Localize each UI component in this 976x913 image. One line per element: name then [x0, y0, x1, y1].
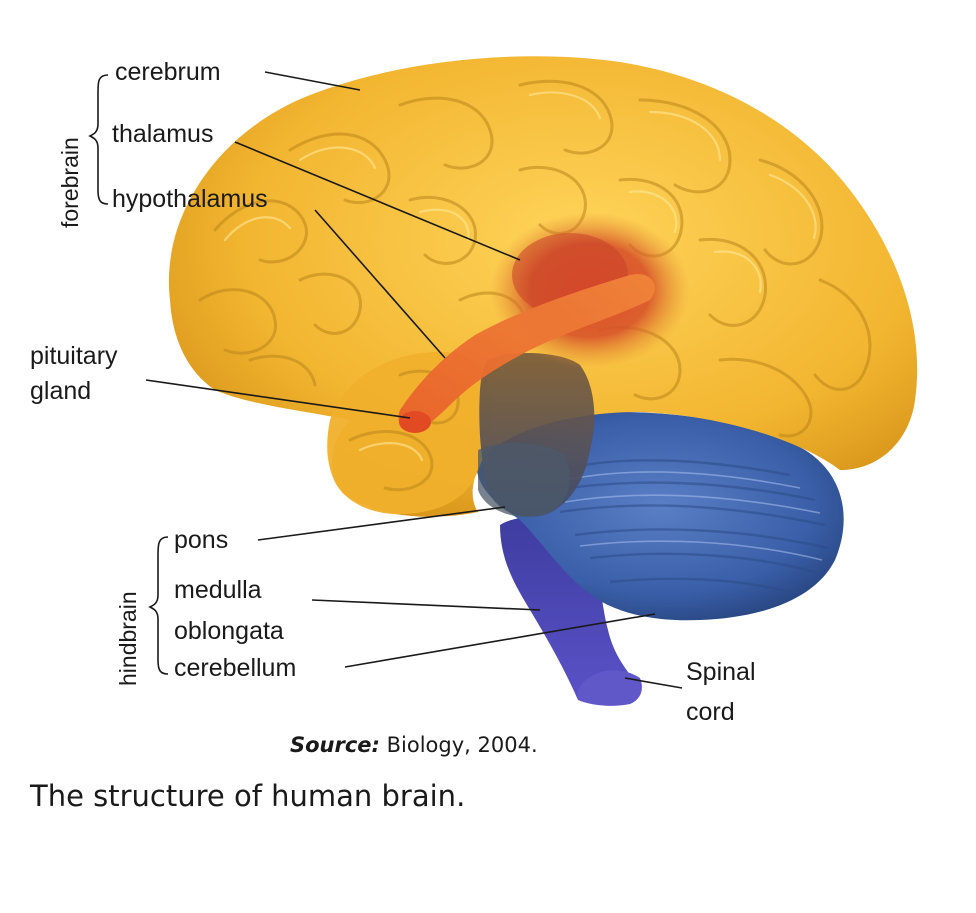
hindbrain-brace: [148, 536, 169, 675]
pituitary-gland-shape: [399, 411, 431, 433]
leader-thalamus: [234, 141, 521, 261]
leader-medulla: [311, 599, 541, 611]
group-label-hindbrain: hindbrain: [115, 591, 141, 686]
leader-hypothalamus: [314, 209, 446, 359]
brain-illustration: [168, 56, 918, 706]
cerebrum-gyri: [198, 79, 872, 492]
label-pituitary-line2: gland: [30, 377, 91, 405]
leader-lines: [145, 71, 683, 689]
group-label-forebrain: forebrain: [57, 137, 83, 228]
leader-pituitary: [145, 379, 411, 419]
cerebellum-folia: [554, 459, 829, 594]
hypothalamus-shape: [398, 274, 655, 432]
source-text: Biology, 2004.: [380, 733, 538, 757]
label-hypothalamus: hypothalamus: [112, 185, 268, 213]
label-thalamus: thalamus: [112, 120, 213, 148]
forebrain-brace: [88, 74, 109, 205]
label-pituitary-line1: pituitary: [30, 342, 118, 370]
pons-lower-shape: [478, 443, 570, 518]
label-pons: pons: [174, 526, 228, 554]
label-spinal-line2: cord: [686, 698, 735, 726]
label-cerebrum: cerebrum: [115, 58, 221, 86]
spinal-cord-shape: [578, 670, 642, 706]
label-spinal-line1: Spinal: [686, 658, 756, 686]
leader-cerebellum: [344, 613, 656, 668]
labels: cerebrum thalamus hypothalamus pituitary…: [30, 58, 756, 726]
label-medulla-line2: oblongata: [174, 617, 284, 645]
label-cerebellum: cerebellum: [174, 654, 296, 682]
source-prefix: Source:: [290, 733, 380, 757]
figure-caption: The structure of human brain.: [29, 779, 465, 813]
leader-spinal-cord: [624, 677, 683, 689]
label-medulla-line1: medulla: [174, 576, 262, 604]
leader-pons: [257, 506, 506, 541]
source-line: Source: Biology, 2004.: [290, 733, 538, 757]
brainstem-shape: [500, 517, 640, 704]
leader-cerebrum: [264, 71, 361, 91]
